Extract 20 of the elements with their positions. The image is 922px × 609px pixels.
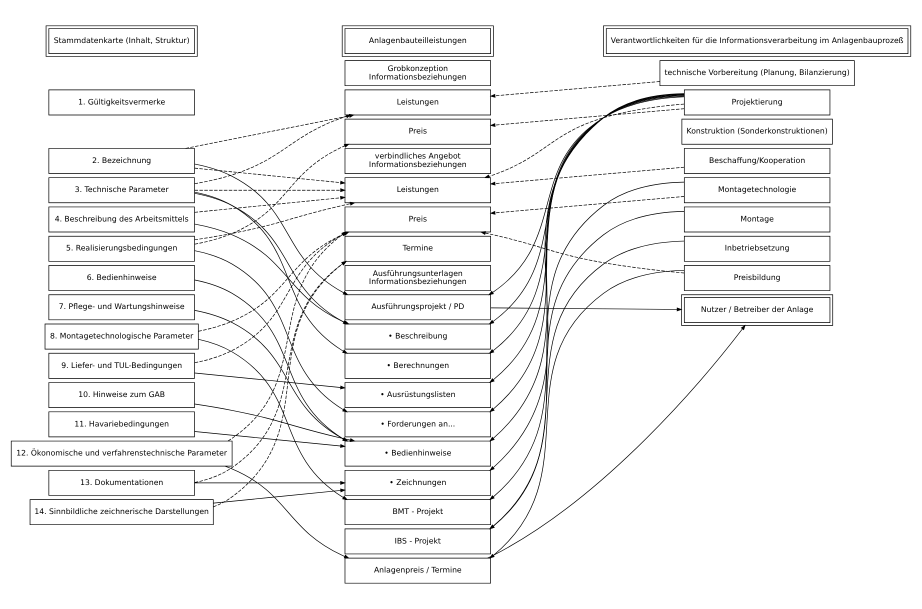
arrow	[194, 114, 352, 184]
arrow	[489, 270, 685, 559]
arrow	[194, 188, 346, 192]
arrow	[490, 166, 685, 186]
arrow	[213, 488, 346, 504]
arrow	[224, 466, 350, 558]
arrow	[194, 372, 346, 390]
arrow	[490, 108, 685, 127]
arrow	[490, 307, 682, 312]
arrow	[490, 196, 685, 215]
arrow	[194, 431, 346, 448]
arrow	[487, 324, 746, 558]
arrow	[489, 182, 684, 500]
arrow	[490, 81, 660, 98]
arrow	[484, 104, 684, 178]
arrow	[194, 196, 346, 213]
arrow	[194, 168, 346, 185]
arrow	[194, 480, 346, 485]
arrow	[194, 202, 356, 240]
arrow	[480, 231, 685, 274]
